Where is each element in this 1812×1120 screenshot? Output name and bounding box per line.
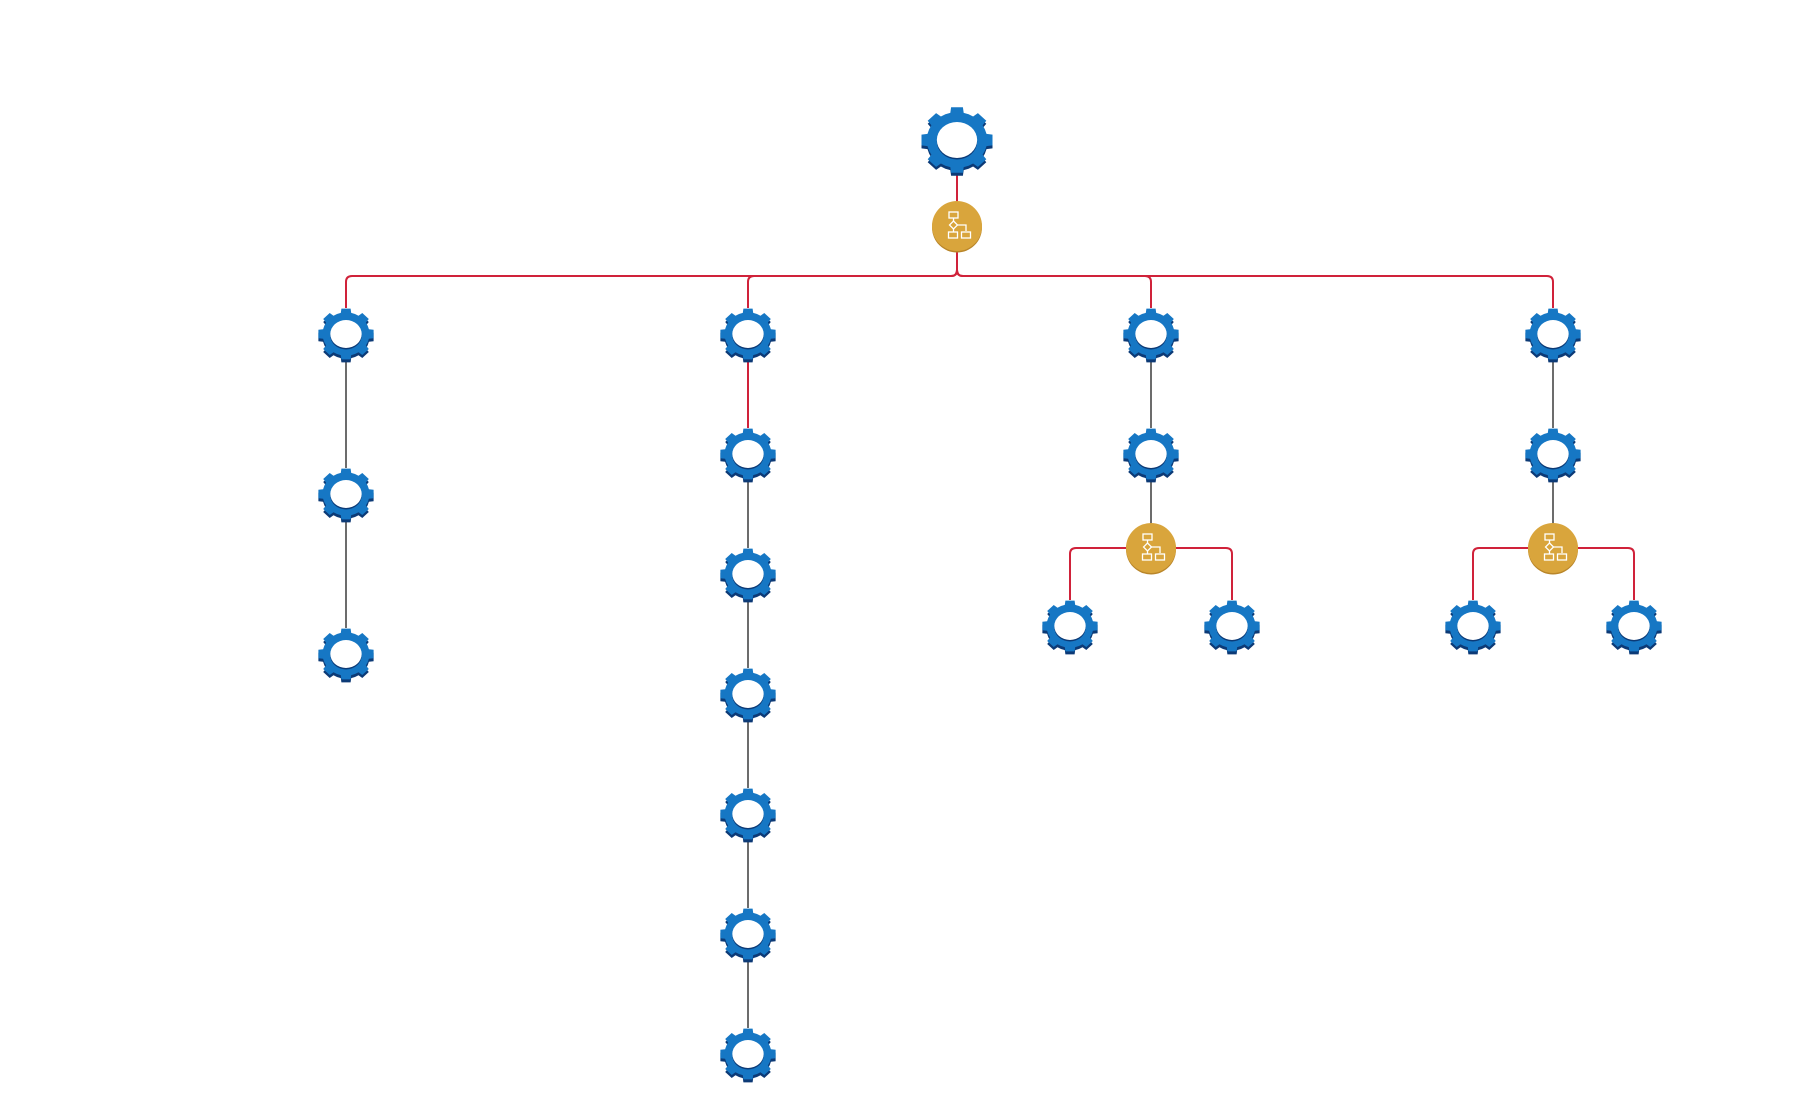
gear-hole bbox=[1537, 440, 1569, 468]
gear-hole bbox=[1054, 612, 1086, 640]
gear-icon[interactable] bbox=[318, 468, 374, 523]
flowchart-icon[interactable] bbox=[932, 201, 982, 253]
gear-icon[interactable] bbox=[1204, 600, 1260, 655]
edge-dec-c-to-c4 bbox=[1176, 547, 1233, 600]
gear-icon[interactable] bbox=[1606, 600, 1662, 655]
gear-icon[interactable] bbox=[1123, 428, 1179, 483]
gear-icon[interactable] bbox=[1525, 308, 1581, 363]
gear-icon[interactable] bbox=[720, 668, 776, 723]
gear-icon[interactable] bbox=[921, 107, 993, 176]
edges-layer bbox=[345, 174, 1635, 1028]
flowchart-glyph bbox=[947, 211, 972, 239]
gear-icon[interactable] bbox=[720, 788, 776, 843]
gear-hole bbox=[732, 920, 764, 948]
gear-hole bbox=[1135, 320, 1167, 348]
edge-dec-c-to-c3 bbox=[1069, 547, 1126, 600]
flowchart-glyph bbox=[1543, 533, 1568, 561]
gear-hole bbox=[732, 800, 764, 828]
gear-hole bbox=[1135, 440, 1167, 468]
flowchart-icon[interactable] bbox=[1126, 523, 1176, 575]
gear-icon[interactable] bbox=[720, 1028, 776, 1083]
gear-hole bbox=[330, 320, 362, 348]
gear-hole bbox=[732, 1040, 764, 1068]
gear-hole bbox=[936, 122, 978, 158]
edge-dec-root-to-a1 bbox=[345, 251, 958, 308]
gear-hole bbox=[330, 640, 362, 668]
edge-dec-root-to-c1 bbox=[956, 251, 1152, 308]
gear-hole bbox=[732, 440, 764, 468]
gear-icon[interactable] bbox=[1042, 600, 1098, 655]
gear-hole bbox=[330, 480, 362, 508]
gear-icon[interactable] bbox=[1123, 308, 1179, 363]
gear-icon[interactable] bbox=[1525, 428, 1581, 483]
gear-icon[interactable] bbox=[1445, 600, 1501, 655]
flowchart-glyph bbox=[1141, 533, 1166, 561]
edge-dec-d-to-d3 bbox=[1472, 547, 1528, 600]
gear-hole bbox=[732, 560, 764, 588]
edge-dec-root-to-b1 bbox=[747, 251, 958, 308]
gear-hole bbox=[1537, 320, 1569, 348]
gear-hole bbox=[1618, 612, 1650, 640]
gear-hole bbox=[732, 680, 764, 708]
edge-dec-root-to-d1 bbox=[956, 251, 1554, 308]
gear-icon[interactable] bbox=[318, 308, 374, 363]
gear-icon[interactable] bbox=[720, 548, 776, 603]
flowchart-icon[interactable] bbox=[1528, 523, 1578, 575]
gear-icon[interactable] bbox=[720, 428, 776, 483]
gear-icon[interactable] bbox=[720, 908, 776, 963]
gear-icon[interactable] bbox=[318, 628, 374, 683]
gear-icon[interactable] bbox=[720, 308, 776, 363]
gear-hole bbox=[1457, 612, 1489, 640]
gear-hole bbox=[1216, 612, 1248, 640]
edge-dec-d-to-d4 bbox=[1578, 547, 1635, 600]
gear-hole bbox=[732, 320, 764, 348]
nodes-layer bbox=[318, 107, 1662, 1083]
